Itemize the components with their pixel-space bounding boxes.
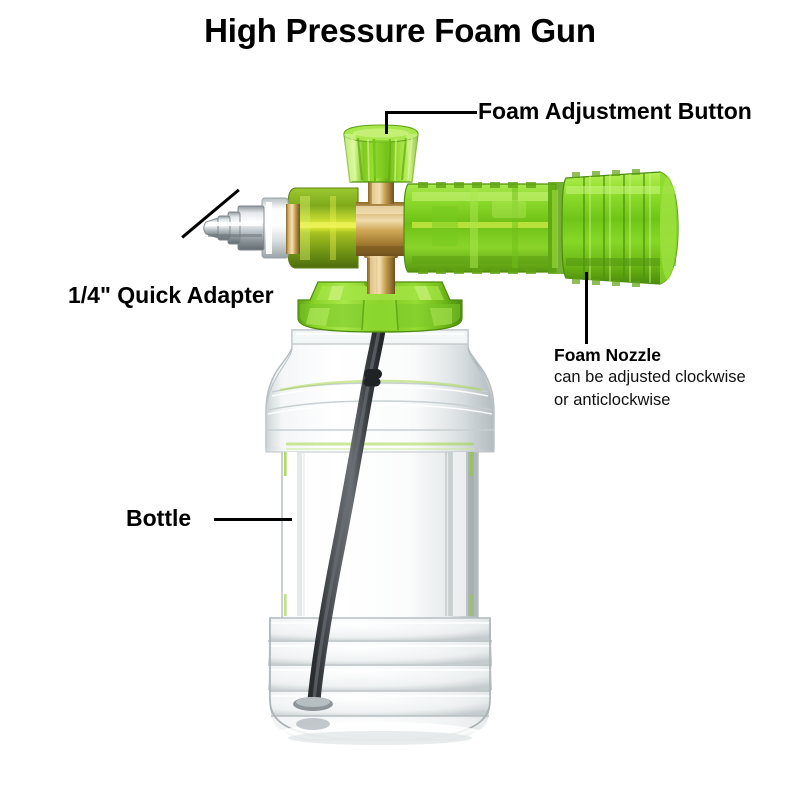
callout-label-quick-adapter: 1/4" Quick Adapter — [68, 282, 274, 308]
callout-label-foam-nozzle: Foam Nozzle — [554, 345, 661, 365]
callout-description-foam-nozzle-line-1: can be adjusted clockwise — [554, 368, 746, 386]
quick-adapter-graphic — [203, 197, 300, 259]
callout-label-bottle: Bottle — [126, 505, 192, 531]
foam-adjustment-knob-graphic — [343, 124, 419, 204]
page-title: High Pressure Foam Gun — [204, 12, 596, 49]
callout-block-foam-nozzle: Foam Nozzle can be adjusted clockwise or… — [554, 344, 798, 412]
leader-line-foam-adjustment-button-stem — [385, 111, 388, 134]
leader-line-foam-nozzle — [585, 272, 588, 344]
leader-line-foam-adjustment-button — [385, 111, 477, 114]
callout-description-foam-nozzle-line-2: or anticlockwise — [554, 391, 671, 409]
leader-line-bottle — [214, 518, 292, 521]
gun-body-graphic — [287, 169, 679, 294]
callout-label-foam-adjustment-button: Foam Adjustment Button — [478, 98, 752, 124]
bottle-graphic — [265, 329, 495, 746]
